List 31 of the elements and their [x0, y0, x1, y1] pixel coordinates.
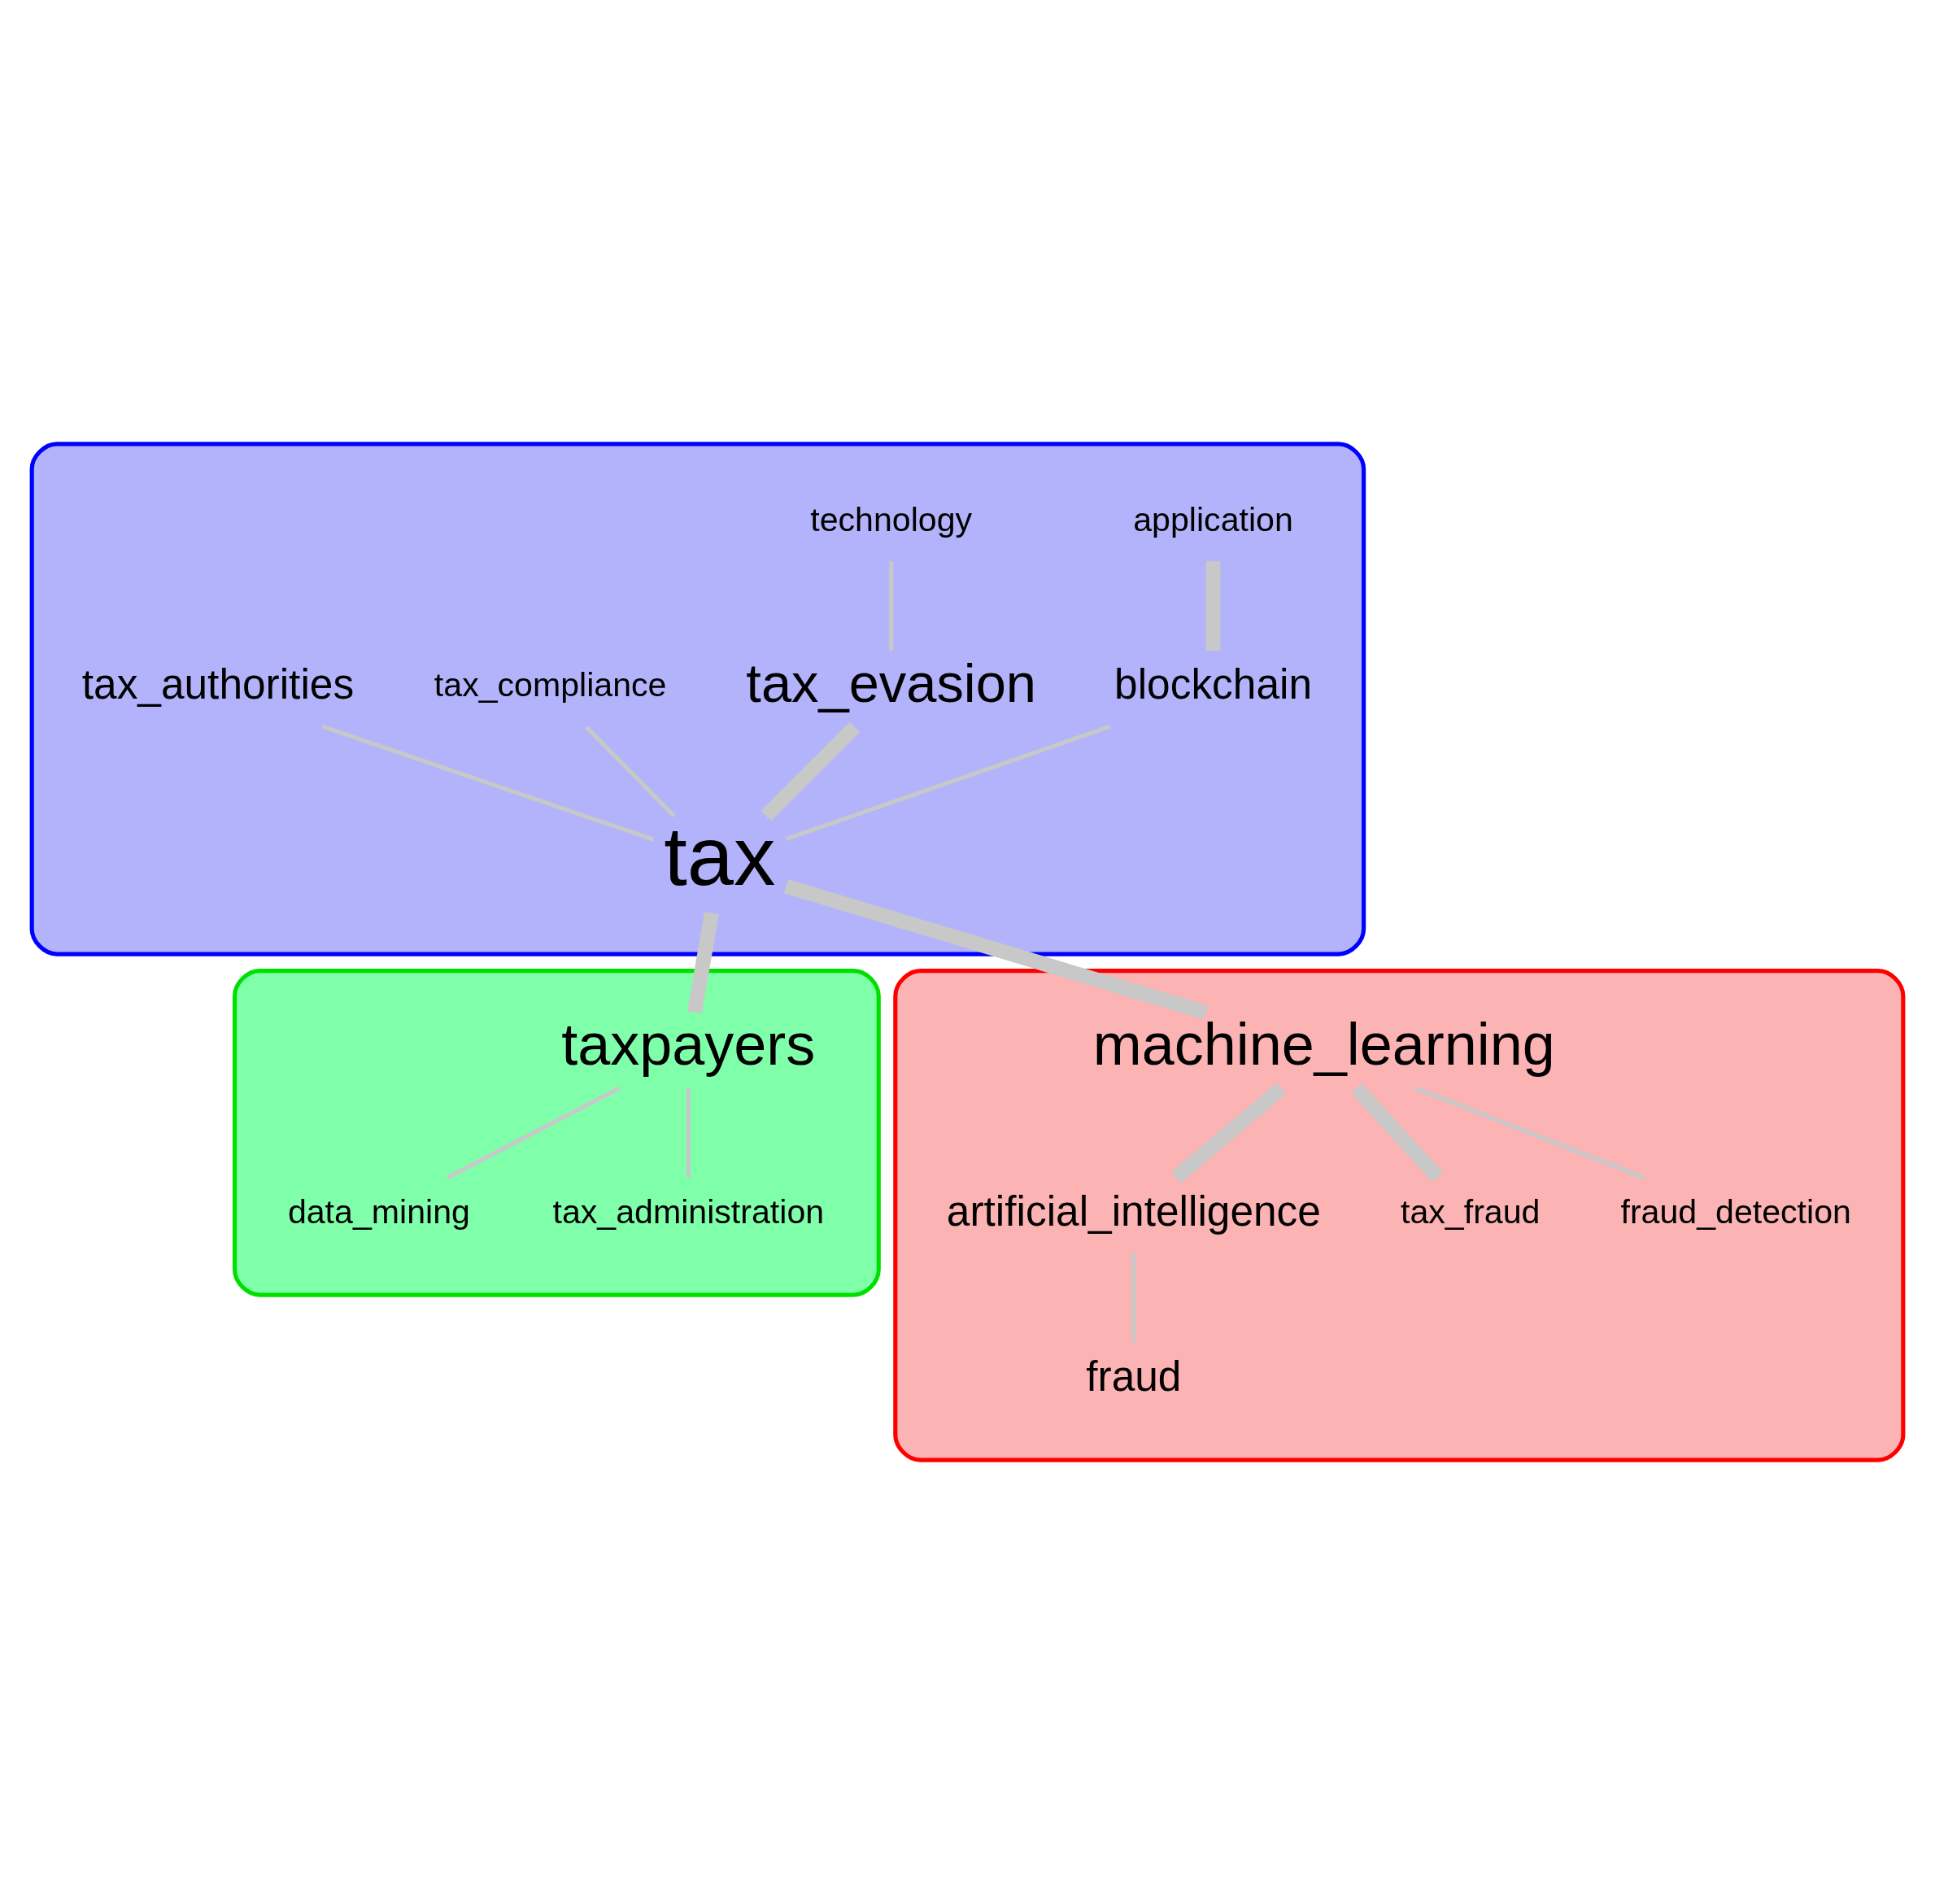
- connector: [686, 1087, 691, 1178]
- node-text: tax_authorities: [81, 660, 355, 708]
- connector: [1131, 1253, 1136, 1344]
- node-text: artificial_intelligence: [946, 1187, 1321, 1235]
- connector: [1205, 561, 1221, 651]
- cluster: [893, 969, 1906, 1462]
- connector: [321, 724, 655, 842]
- connector: [1351, 1083, 1444, 1183]
- node-text: tax: [664, 809, 776, 904]
- connector: [783, 879, 1208, 1020]
- node-text: data_mining: [287, 1193, 470, 1231]
- node-text: tax_evasion: [746, 652, 1036, 713]
- connector: [1170, 1082, 1287, 1183]
- node-text: blockchain: [1114, 660, 1312, 708]
- node-text: fraud: [1086, 1353, 1182, 1401]
- node-text: tax_compliance: [434, 666, 667, 704]
- cluster: [232, 969, 881, 1297]
- node-text: tax_fraud: [1401, 1193, 1541, 1231]
- node-text: tax_administration: [552, 1193, 825, 1231]
- connector: [1414, 1086, 1646, 1180]
- connector: [760, 721, 861, 821]
- connector: [889, 561, 894, 651]
- node-text: technology: [810, 501, 973, 539]
- connector: [585, 725, 676, 818]
- cluster: [29, 442, 1366, 956]
- node-text: fraud_detection: [1620, 1193, 1851, 1231]
- node-text: application: [1133, 501, 1293, 539]
- connector: [785, 724, 1111, 841]
- node-text: taxpayers: [561, 1012, 816, 1078]
- node-text: machine_learning: [1092, 1012, 1555, 1078]
- connector: [446, 1086, 621, 1180]
